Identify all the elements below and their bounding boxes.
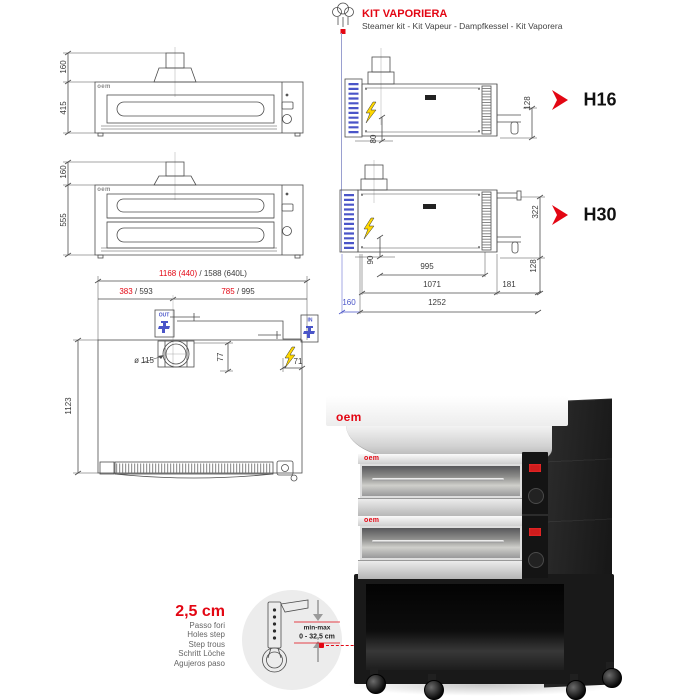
dim-depth: 1123 [64,397,73,415]
out-label: OUT [158,312,170,319]
dim-h16-inlet: 80 [369,134,378,144]
minmax-label: min-max [303,624,331,632]
control-knob [528,488,544,504]
deck-top-strip [358,454,522,464]
hood: oem [326,396,568,426]
oem-logo: oem [336,410,362,424]
dim-left-red: 383 [119,287,133,296]
dim-h30-height: 555 [59,213,68,227]
control-knob [528,552,544,568]
deck-door-window [360,526,522,560]
deck-top-strip [358,516,522,526]
deck-door-handle [372,540,504,543]
dim-width-models: 1168 (440) / 1588 (640L) [159,270,247,278]
deck-door-window [360,464,522,498]
oem-logo: oem [364,455,380,462]
water-in-box [300,314,319,343]
minmax-circle [242,590,342,690]
legend-value: 2,5 cm [175,603,225,620]
legend-line: Holes step [187,630,225,640]
water-out-box [154,309,175,338]
lightning-icon [365,101,377,124]
temperature-display [529,464,541,472]
legend-line: Schritt Löche [178,649,225,659]
dim-h30-total: 1252 [428,298,446,307]
dim-h30-front: 322 [531,205,540,219]
dim-h30-chimney: 160 [59,165,68,179]
faucet-icon [303,326,315,338]
top-view [73,276,319,482]
dim-h16-handle: 128 [523,96,532,110]
oem-logo: oem [364,517,380,524]
dim-h16-chimney: 160 [59,60,68,74]
lightning-icon [363,217,375,240]
dim-h30-body: 1071 [423,280,441,289]
deck-bottom-strip [358,498,522,517]
dim-h30-chamber: 995 [420,262,434,271]
arrow-down-icon [313,600,323,621]
caster-fork [428,674,436,684]
leader-dot [319,643,324,648]
dim-right-red: 785 [221,287,235,296]
stand-opening [366,584,564,670]
caster-icon [566,680,586,700]
dim-h30-rear: 181 [502,280,516,289]
dim-left-black: / 593 [132,287,153,296]
oem-logo: oem [97,187,111,193]
dim-connection-offset: 71 [293,357,303,366]
dim-h30-steamer: 160 [342,298,356,307]
lightning-icon [284,346,296,369]
deck-door-handle [372,478,504,481]
faucet-icon [158,321,170,333]
caster-fork [370,668,378,678]
steamer-leader-line [341,33,342,252]
chevron-right-icon [552,90,568,110]
steam-pipes [170,313,301,340]
dim-width-red: 1168 (440) [159,269,198,278]
dim-chimney-offset: 77 [216,352,225,362]
dim-h16-height: 415 [59,101,68,115]
legend-line: Passo fori [189,620,225,630]
base-stand [354,574,614,684]
front-view-h16 [63,47,304,137]
model-label-h16: H16 [583,89,617,110]
dim-right-black: / 995 [234,287,255,296]
chimney-outlet [157,340,195,368]
product-photo: oem oem oem [320,388,700,700]
caster-icon [602,668,622,688]
caster-fork [570,674,578,684]
steam-icon [332,2,354,34]
minmax-value: 0 - 32,5 cm [299,633,335,641]
temperature-display [529,528,541,536]
dim-width-black: / 1588 (640L) [197,269,247,278]
oem-logo: oem [97,84,111,90]
control-panels [522,452,548,578]
header-title: KIT VAPORIERA [362,8,448,20]
header-subtitle: Steamer kit - Kit Vapeur - Dampfkessel -… [362,21,563,31]
oven-deck-1: oem [358,454,522,517]
caster-icon [366,674,386,694]
dim-h30-handle: 128 [529,259,538,273]
caster-fork [606,662,614,672]
in-label: IN [307,317,313,324]
deck-bottom-strip [358,560,522,579]
model-label-h30: H30 [583,204,617,225]
dim-right-pair: 785 / 995 [221,288,254,296]
chevron-right-icon [552,205,568,225]
oven-deck-2: oem [358,516,522,579]
steamer-kit-panel [339,189,359,253]
steamer-kit-panel [344,78,363,138]
side-view-h30 [338,160,545,315]
panel-divider [522,514,548,516]
front-vent-strip [99,460,298,482]
dim-left-pair: 383 / 593 [119,288,152,296]
legend: 2,5 cm Passo fori Holes step Step trous … [60,603,225,668]
side-view-h16 [344,48,537,144]
legend-line: Agujeros paso [173,658,225,668]
caster-icon [424,680,444,700]
legend-line: Step trous [188,639,225,649]
dim-h30-inlet: 90 [366,255,375,265]
front-view-h30 [63,152,304,259]
chimney-diameter: ø 115 [134,356,154,365]
